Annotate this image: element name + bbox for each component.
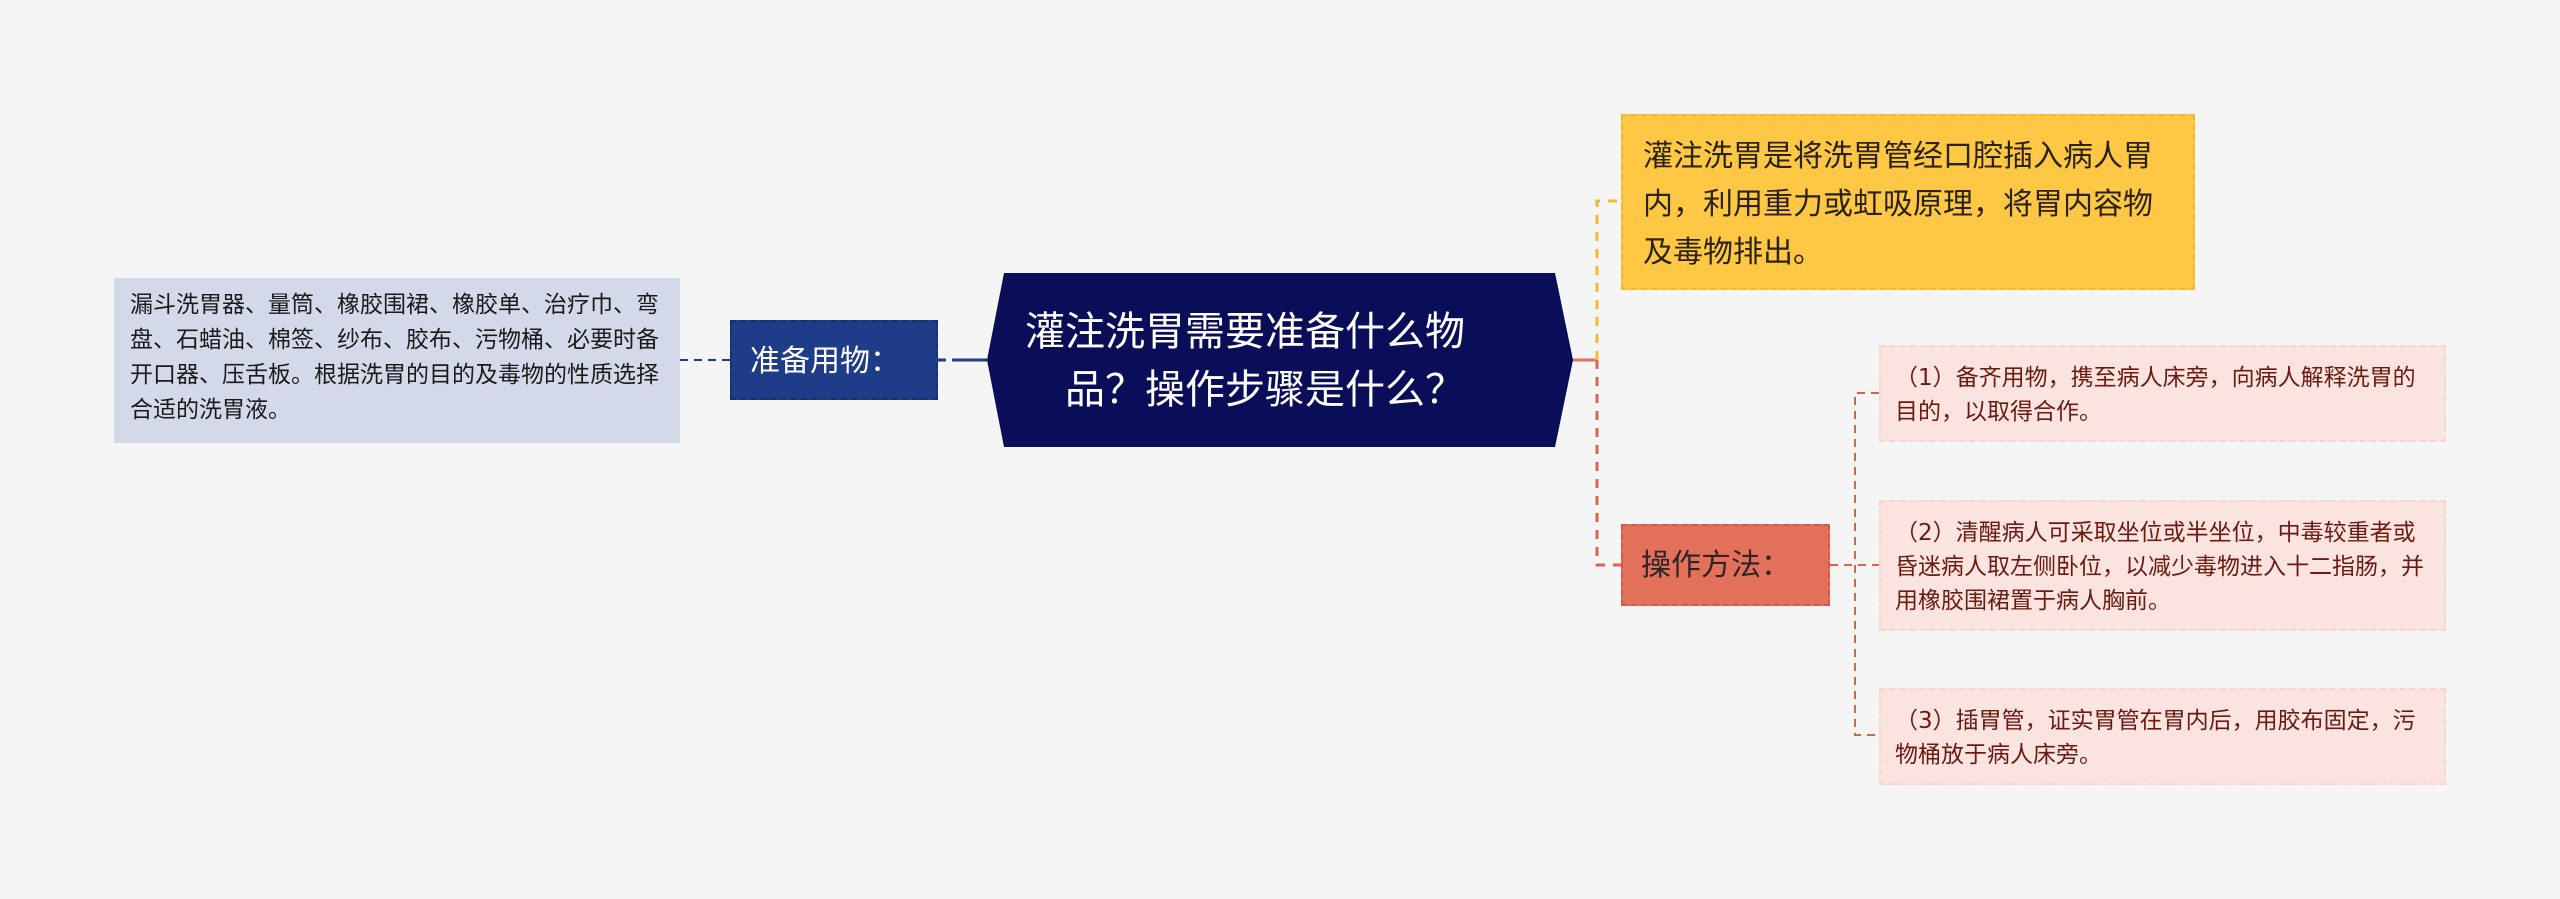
materials-branch-node[interactable]: 准备用物： xyxy=(730,320,938,400)
definition-leaf-node[interactable]: 灌注洗胃是将洗胃管经口腔插入病人胃内，利用重力或虹吸原理，将胃内容物及毒物排出。 xyxy=(1621,114,2195,290)
hexagon-shape xyxy=(987,273,1573,447)
method-branch-node[interactable]: 操作方法： xyxy=(1621,524,1830,606)
materials-leaf-node[interactable]: 漏斗洗胃器、量筒、橡胶围裙、橡胶单、治疗巾、弯盘、石蜡油、棉签、纱布、胶布、污物… xyxy=(114,278,680,443)
method-step-3[interactable]: （3）插胃管，证实胃管在胃内后，用胶布固定，污物桶放于病人床旁。 xyxy=(1879,688,2446,785)
root-topic-title: 灌注洗胃需要准备什么物 品？操作步骤是什么？ xyxy=(1025,309,1465,413)
root-topic-node[interactable]: 灌注洗胃需要准备什么物 品？操作步骤是什么？ xyxy=(985,273,1575,447)
method-step-2[interactable]: （2）清醒病人可采取坐位或半坐位，中毒较重者或昏迷病人取左侧卧位，以减少毒物进入… xyxy=(1879,500,2446,631)
method-step-1[interactable]: （1）备齐用物，携至病人床旁，向病人解释洗胃的目的，以取得合作。 xyxy=(1879,345,2446,442)
